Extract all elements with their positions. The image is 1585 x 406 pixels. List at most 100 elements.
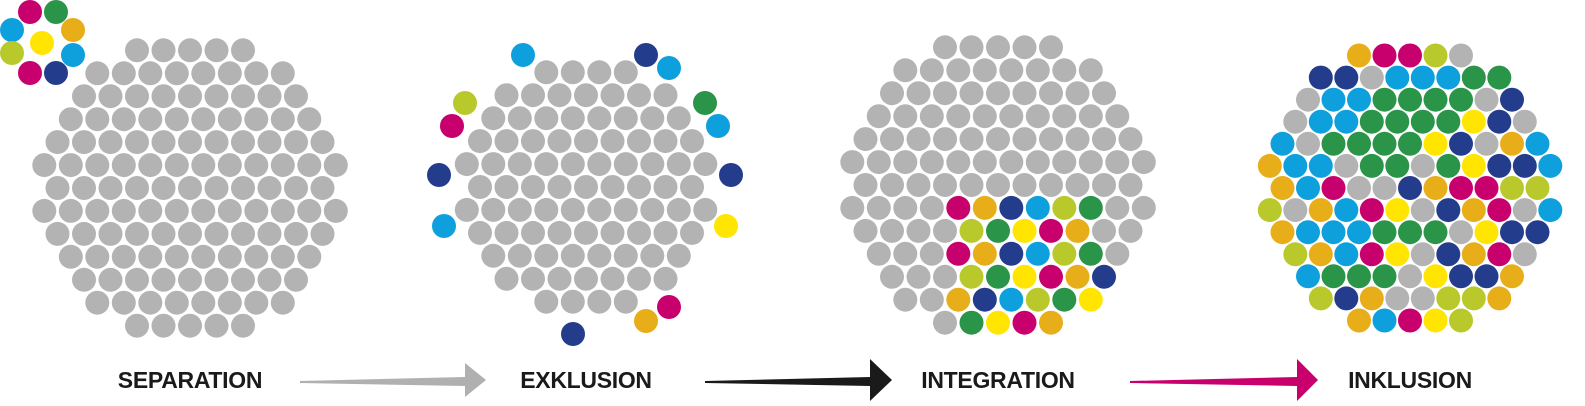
- dot: [1012, 81, 1037, 106]
- dot: [1283, 242, 1308, 267]
- dot: [534, 60, 559, 85]
- dot: [627, 220, 651, 245]
- dot: [270, 244, 295, 269]
- dot: [1296, 131, 1320, 156]
- dot: [284, 221, 308, 246]
- dot: [1105, 104, 1130, 129]
- dot: [547, 83, 572, 108]
- dot: [1025, 104, 1050, 129]
- dot: [1398, 308, 1422, 333]
- dot: [32, 198, 57, 223]
- dot: [1321, 220, 1346, 245]
- dot: [1334, 65, 1359, 90]
- dot: [164, 198, 189, 223]
- dot: [640, 106, 665, 131]
- dot: [204, 130, 229, 155]
- dot: [481, 106, 506, 131]
- dot: [151, 313, 176, 338]
- dot: [666, 152, 691, 177]
- dot: [666, 197, 691, 222]
- dot: [1385, 198, 1410, 223]
- dot: [481, 243, 506, 268]
- arrow-right-icon: [1130, 359, 1318, 401]
- dot: [627, 83, 651, 108]
- dot: [1296, 176, 1320, 200]
- dot: [840, 150, 865, 175]
- dot: [310, 130, 335, 155]
- dot: [1512, 153, 1537, 178]
- dot: [45, 176, 70, 200]
- dot: [323, 198, 348, 223]
- dot: [244, 61, 269, 86]
- dot: [1410, 65, 1435, 90]
- dot: [72, 84, 96, 109]
- dot: [999, 241, 1024, 266]
- dot: [547, 266, 572, 291]
- dot: [1398, 131, 1422, 156]
- dot: [1359, 153, 1384, 178]
- dot: [125, 38, 149, 63]
- dot: [125, 221, 149, 246]
- dot: [919, 104, 944, 129]
- dot: [204, 221, 229, 246]
- dot: [893, 195, 918, 220]
- dot: [600, 266, 625, 291]
- dot: [627, 266, 651, 291]
- dot: [1039, 81, 1063, 106]
- dot: [534, 289, 559, 314]
- dot: [893, 58, 918, 83]
- dot: [880, 264, 904, 289]
- dot: [999, 150, 1024, 175]
- dot: [138, 244, 163, 269]
- dot: [906, 264, 931, 289]
- dot: [1525, 176, 1550, 200]
- arrow-right-icon: [705, 359, 892, 401]
- dot: [613, 197, 638, 222]
- dot: [1359, 242, 1384, 267]
- dot: [893, 104, 918, 129]
- dot: [1039, 218, 1063, 243]
- dot: [972, 104, 997, 129]
- dot: [1423, 308, 1448, 333]
- dot: [138, 153, 163, 178]
- dot: [893, 287, 918, 312]
- dot: [906, 173, 931, 197]
- dot: [494, 175, 519, 199]
- dot: [85, 244, 110, 269]
- dot: [1449, 264, 1473, 289]
- dot: [1052, 150, 1077, 175]
- dot: [468, 220, 492, 245]
- dot: [653, 266, 678, 291]
- dot: [1423, 176, 1448, 200]
- dot: [933, 310, 957, 335]
- dot: [1436, 198, 1461, 223]
- dot: [666, 243, 691, 268]
- dot: [111, 198, 136, 223]
- dot: [151, 130, 176, 155]
- dot: [1423, 220, 1448, 245]
- dot: [719, 163, 743, 187]
- dot: [125, 84, 149, 109]
- dot: [1065, 173, 1090, 197]
- dot: [640, 152, 665, 177]
- dot: [1078, 104, 1103, 129]
- dot: [880, 127, 904, 152]
- dot: [1500, 264, 1524, 289]
- dot: [999, 104, 1024, 129]
- dot: [191, 61, 216, 86]
- arrow-right-icon: [300, 363, 486, 397]
- dot: [933, 173, 957, 197]
- dot: [893, 150, 918, 175]
- dot: [986, 218, 1010, 243]
- dot: [1296, 264, 1320, 289]
- dot: [972, 58, 997, 83]
- dot: [653, 83, 678, 108]
- dot: [284, 267, 308, 292]
- dot: [640, 243, 665, 268]
- dot: [178, 130, 202, 155]
- dot: [613, 106, 638, 131]
- dot: [1025, 150, 1050, 175]
- dot: [1257, 153, 1282, 178]
- dot: [946, 241, 971, 266]
- dot: [1283, 153, 1308, 178]
